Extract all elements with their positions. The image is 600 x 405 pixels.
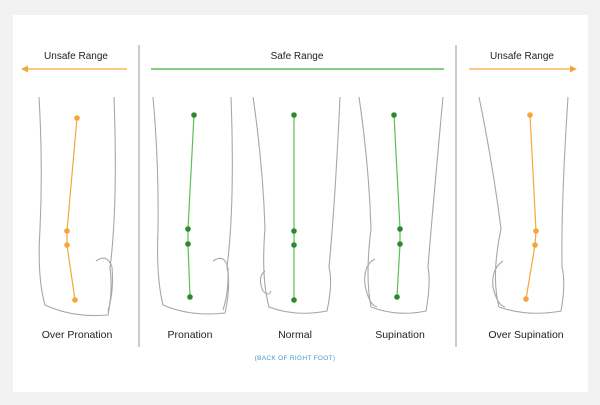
caption-over-supination: Over Supination: [488, 329, 564, 341]
caption-pronation: Pronation: [167, 329, 213, 341]
foot-over-supination: [478, 96, 569, 314]
axis-supination: [391, 112, 403, 300]
foot-pronation: [152, 96, 233, 315]
diagram-card: Unsafe Range Safe Range Unsafe Range Ove…: [13, 15, 588, 392]
axis-over-supination: [523, 112, 539, 302]
axis-normal: [291, 112, 297, 303]
foot-normal: [252, 96, 341, 314]
foot-alignment-diagram: [21, 45, 577, 347]
foot-supination: [358, 96, 444, 314]
axis-pronation: [185, 112, 197, 300]
unsafe-range-arrow-right: [469, 65, 577, 73]
foot-over-pronation: [38, 96, 116, 317]
unsafe-range-right-label: Unsafe Range: [490, 51, 554, 62]
unsafe-range-arrow-left: [21, 65, 127, 73]
caption-supination: Supination: [375, 329, 425, 341]
caption-normal: Normal: [278, 329, 312, 341]
safe-range-label: Safe Range: [270, 51, 324, 62]
unsafe-range-left-label: Unsafe Range: [44, 51, 108, 62]
axis-over-pronation: [64, 115, 80, 303]
back-of-right-foot-note: (BACK OF RIGHT FOOT): [254, 355, 336, 362]
caption-over-pronation: Over Pronation: [41, 329, 113, 341]
